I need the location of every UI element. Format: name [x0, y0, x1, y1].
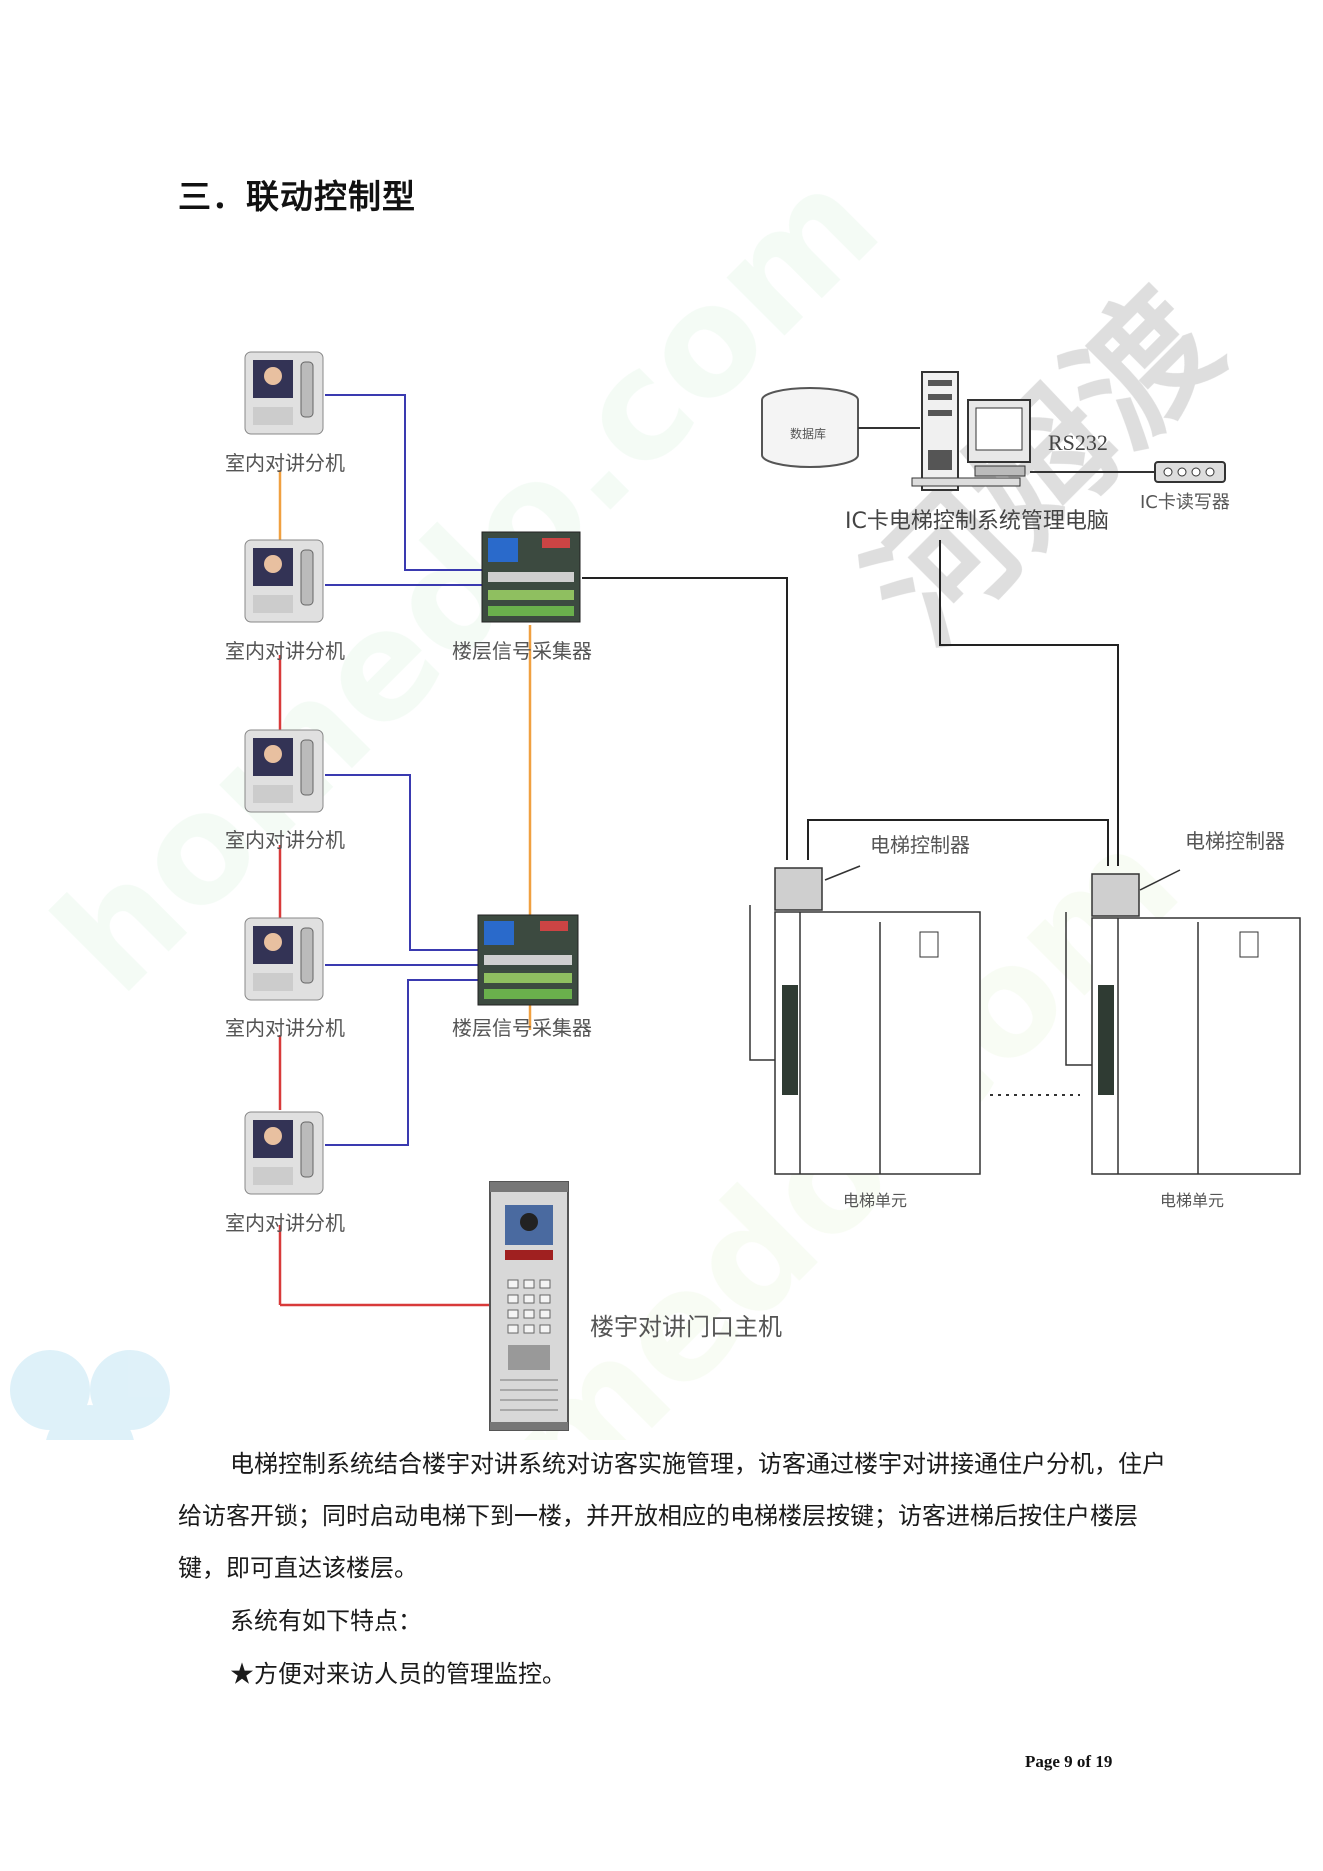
body-paragraph-2: 系统有如下特点：: [230, 1607, 422, 1635]
intercom-label-4: 室内对讲分机: [225, 1016, 345, 1040]
body-paragraph-3: ★方便对来访人员的管理监控。: [230, 1660, 566, 1688]
blue-line-5: [325, 979, 485, 1146]
elevator-unit-1: [749, 865, 981, 1175]
floor-signal-collector-1: [481, 531, 581, 623]
body-paragraph-1: 电梯控制系统结合楼宇对讲系统对访客实施管理，访客通过楼宇对讲接通住户分机，住户给…: [178, 1450, 1166, 1582]
indoor-intercom-2: [244, 539, 324, 623]
card-reader-label: IC卡读写器: [1140, 492, 1230, 513]
watermark-flower-icon: [10, 1350, 170, 1440]
rs232-label: RS232: [1048, 430, 1108, 455]
elevator-controller-label-2: 电梯控制器: [1185, 829, 1285, 853]
elevator-controller-label-1: 电梯控制器: [870, 833, 970, 857]
indoor-intercom-1: [244, 351, 324, 435]
watermark-layer: homedo.com homedo.com 河姆渡: [10, 136, 1251, 1440]
management-pc-icon: [911, 371, 1031, 491]
door-station-icon: [489, 1181, 569, 1431]
indoor-intercom-5: [244, 1111, 324, 1195]
pc-label: IC卡电梯控制系统管理电脑: [845, 509, 1109, 534]
controller-link-line: [807, 819, 1109, 866]
indoor-intercom-4: [244, 917, 324, 1001]
elevator-unit-label-2: 电梯单元: [1160, 1191, 1224, 1210]
intercom-label-3: 室内对讲分机: [225, 828, 345, 852]
page-number: Page 9 of 19: [1025, 1752, 1113, 1771]
ic-card-reader-icon: [1154, 461, 1226, 483]
pc-to-elevator-line: [939, 540, 1119, 866]
intercom-label-5: 室内对讲分机: [225, 1211, 345, 1235]
indoor-intercom-3: [244, 729, 324, 813]
collector-to-elevator-line: [582, 577, 788, 860]
blue-line-1: [325, 394, 485, 571]
system-diagram: 室内对讲分机 室内对讲分机 室内对讲分机 室内对讲分机 室内对讲分机 楼层信号采…: [225, 351, 1301, 1431]
section-heading: 三．联动控制型: [178, 177, 416, 216]
elevator-unit-label-1: 电梯单元: [843, 1191, 907, 1210]
database-icon: [761, 387, 859, 468]
door-station-label: 楼宇对讲门口主机: [590, 1313, 782, 1341]
collector-label-1: 楼层信号采集器: [452, 639, 592, 663]
blue-line-3: [325, 774, 485, 951]
database-label: 数据库: [790, 426, 826, 441]
elevator-unit-2: [1065, 869, 1301, 1175]
collector-label-2: 楼层信号采集器: [452, 1016, 592, 1040]
floor-signal-collector-2: [477, 914, 579, 1006]
intercom-label-1: 室内对讲分机: [225, 451, 345, 475]
intercom-label-2: 室内对讲分机: [225, 639, 345, 663]
